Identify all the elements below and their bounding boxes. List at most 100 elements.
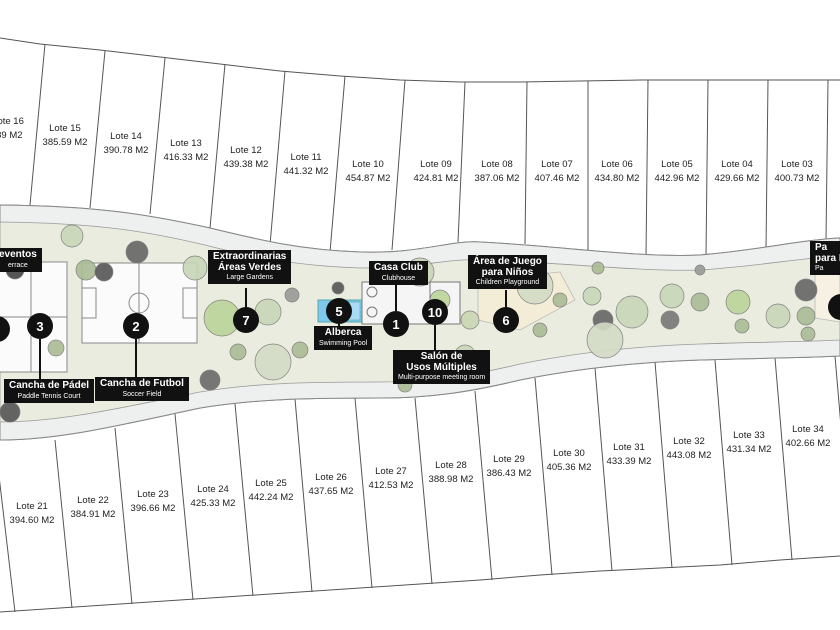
tree <box>552 292 568 308</box>
pin-salon-stem <box>434 325 436 350</box>
bottom-lot-area: 412.53 M2 <box>369 480 414 491</box>
bottom-lot-name: Lote 27 <box>375 466 407 477</box>
padel-title: Cancha de Pádel <box>9 380 90 391</box>
salon-label[interactable]: Salón de Usos Múltiples Multi-purpose me… <box>393 350 491 385</box>
tree <box>460 310 480 330</box>
top-lot-area: 441.32 M2 <box>284 166 329 177</box>
futbol-title: Cancha de Futbol <box>100 378 184 389</box>
tree <box>284 287 300 303</box>
juego-title-1: Área de Juego <box>473 256 542 267</box>
pin-areas-verdes-stem <box>245 288 247 308</box>
pin-alberca-number: 5 <box>335 303 343 319</box>
areas-verdes-label[interactable]: Extraordinarias Áreas Verdes Large Garde… <box>208 250 292 285</box>
bottom-lot-area: 386.43 M2 <box>487 468 532 479</box>
tree <box>794 278 818 302</box>
tree <box>800 326 816 342</box>
futbol-subtitle: Soccer Field <box>122 390 162 398</box>
bottom-lot-area: 402.66 M2 <box>786 438 831 449</box>
pin-casa-club-number: 1 <box>392 316 400 332</box>
bottom-lot-name: Lote 21 <box>16 501 48 512</box>
top-lot-area: 390.78 M2 <box>104 145 149 156</box>
top-lot-name: Lote 16 <box>0 116 24 127</box>
top-lot-area: 434.80 M2 <box>595 173 640 184</box>
top-lot-area: 454.87 M2 <box>346 173 391 184</box>
pin-areas-verdes[interactable]: 7 <box>233 307 259 333</box>
top-lot-name: Lote 15 <box>49 123 81 134</box>
bottom-lot-area: 443.08 M2 <box>667 450 712 461</box>
pin-right-partial[interactable] <box>828 294 840 320</box>
tree <box>582 286 602 306</box>
top-lot-area: 424.81 M2 <box>414 173 459 184</box>
tree <box>125 240 149 264</box>
casa-club-subtitle: Clubhouse <box>381 274 416 282</box>
bottom-lot-area: 425.33 M2 <box>191 498 236 509</box>
tree <box>94 262 114 282</box>
bottom-lot-name: Lote 34 <box>792 424 824 435</box>
top-lot-name: Lote 05 <box>661 159 693 170</box>
top-lot-name: Lote 14 <box>110 131 142 142</box>
juego-subtitle: Children Playground <box>475 279 540 286</box>
top-lot-name: Lote 12 <box>230 145 262 156</box>
padel-label[interactable]: Cancha de Pádel Paddle Tennis Court <box>4 379 95 403</box>
bottom-lot-area: 437.65 M2 <box>309 486 354 497</box>
pin-juego[interactable]: 6 <box>493 307 519 333</box>
eventos-subtitle: errace <box>7 261 28 269</box>
top-lot-name: Lote 07 <box>541 159 573 170</box>
pin-futbol-number: 2 <box>132 318 140 334</box>
tree <box>75 259 97 281</box>
tree <box>291 341 309 359</box>
pin-areas-verdes-number: 7 <box>242 312 250 328</box>
salon-title-2: Usos Múltiples <box>406 361 477 373</box>
tree <box>591 261 605 275</box>
areas-verdes-title-2: Áreas Verdes <box>217 261 282 273</box>
tree <box>199 369 221 391</box>
top-lot-area: 385.59 M2 <box>43 137 88 148</box>
bottom-lot-name: Lote 31 <box>613 442 645 453</box>
pin-alberca[interactable]: 5 <box>326 298 352 324</box>
bottom-lot-name: Lote 25 <box>255 478 287 489</box>
pin-salon[interactable]: 10 <box>422 299 448 325</box>
tree <box>659 283 685 309</box>
top-lot-area: 429.66 M2 <box>715 173 760 184</box>
pin-padel[interactable]: 3 <box>27 313 53 339</box>
top-lot-labels: Lote 16 .89 M2 Lote 15 385.59 M2 Lote 14 390.… <box>0 116 819 184</box>
tree <box>660 310 680 330</box>
top-lot-area: 442.96 M2 <box>655 173 700 184</box>
top-lot-name: Lote 11 <box>291 152 322 163</box>
tree <box>60 224 84 248</box>
top-lot-name: Lote 08 <box>481 159 513 170</box>
alberca-label[interactable]: Alberca Swimming Pool <box>314 326 373 350</box>
juego-label[interactable]: Área de Juego para Niños Children Playgr… <box>468 255 547 290</box>
eventos-label[interactable]: eventos errace <box>0 248 42 272</box>
right-amenity-label[interactable]: Pa para M Pa <box>810 241 840 276</box>
pin-futbol-stem <box>135 339 137 378</box>
alberca-title: Alberca <box>324 327 362 338</box>
eventos-title: eventos <box>0 249 37 260</box>
tree <box>331 281 345 295</box>
pin-4-partial[interactable] <box>0 316 10 342</box>
pin-futbol[interactable]: 2 <box>123 313 149 339</box>
bottom-lot-area: 433.39 M2 <box>607 456 652 467</box>
salon-subtitle: Multi-purpose meeting room <box>398 374 486 381</box>
top-lot-name: Lote 09 <box>420 159 452 170</box>
pin-alberca-stem <box>338 324 340 326</box>
alberca-subtitle: Swimming Pool <box>319 339 368 347</box>
bottom-lot-name: Lote 32 <box>673 436 705 447</box>
top-lot-area: .89 M2 <box>0 130 23 141</box>
tree <box>796 306 816 326</box>
futbol-label[interactable]: Cancha de Futbol Soccer Field <box>95 377 189 401</box>
bottom-lot-name: Lote 28 <box>435 460 467 471</box>
pin-casa-club[interactable]: 1 <box>383 311 409 337</box>
pin-juego-number: 6 <box>502 312 510 328</box>
tree <box>532 322 548 338</box>
tree <box>690 292 710 312</box>
pin-padel-number: 3 <box>36 318 44 334</box>
top-lot-name: Lote 04 <box>721 159 753 170</box>
top-lot-area: 407.46 M2 <box>535 173 580 184</box>
tree <box>725 289 751 315</box>
bottom-lot-area: 405.36 M2 <box>547 462 592 473</box>
casa-club-label[interactable]: Casa Club Clubhouse <box>369 261 428 285</box>
right-amenity-title-2: para M <box>815 252 840 264</box>
top-lot-area: 387.06 M2 <box>475 173 520 184</box>
bottom-lot-name: Lote 33 <box>733 430 765 441</box>
